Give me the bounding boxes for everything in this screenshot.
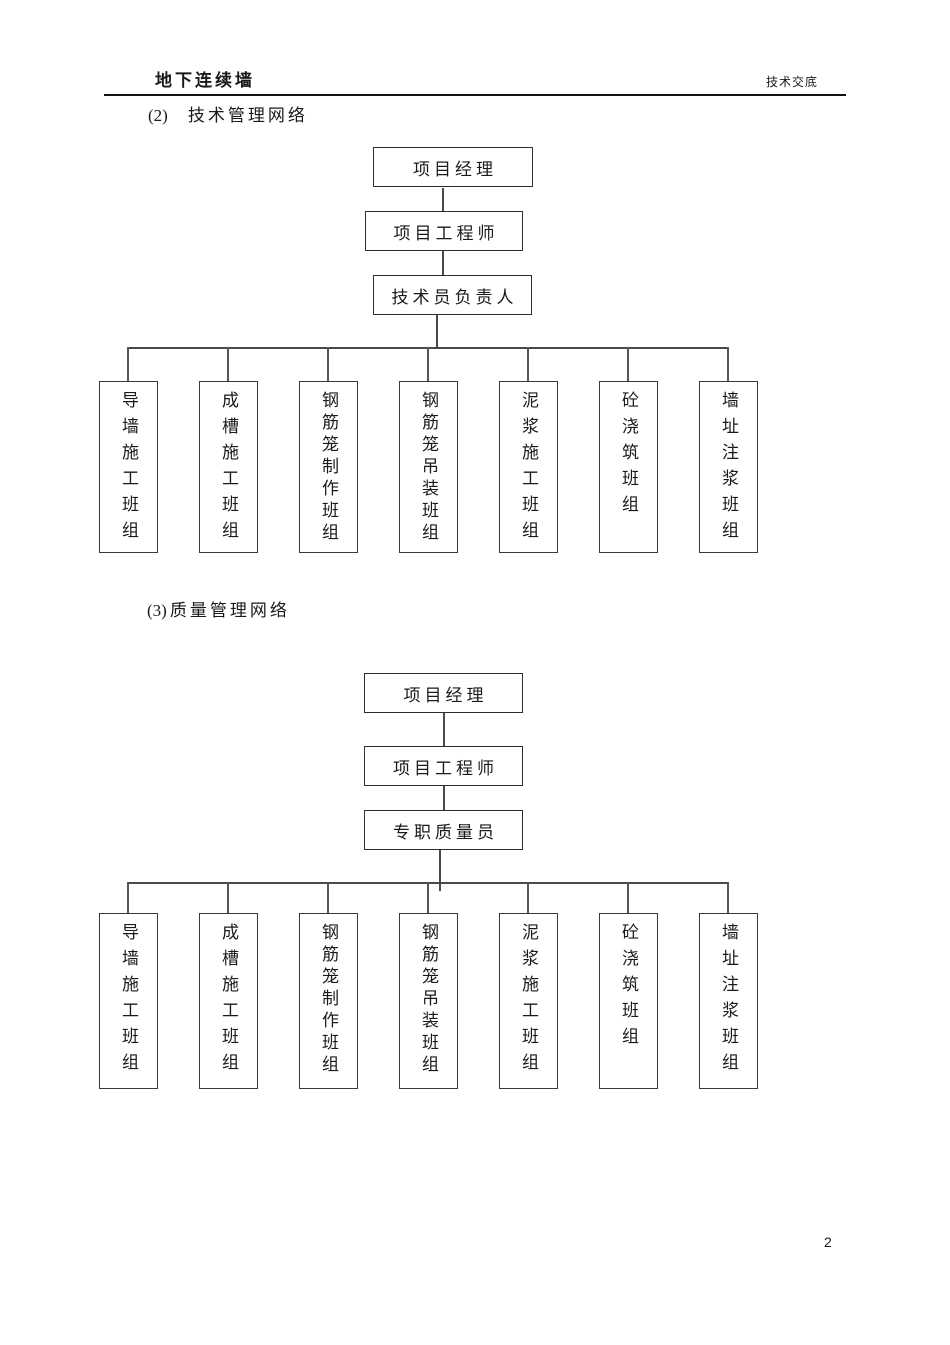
org-box-project-manager: 项目经理 bbox=[364, 673, 523, 713]
team-box-label: 钢筋笼制作班组 bbox=[319, 923, 338, 1077]
section-title: 质量管理网络 bbox=[169, 601, 290, 620]
team-box: 成槽施工班组 bbox=[199, 381, 258, 553]
header-left-title: 地下连续墙 bbox=[155, 71, 255, 90]
team-box: 钢筋笼制作班组 bbox=[299, 381, 358, 553]
connector-line bbox=[443, 713, 445, 746]
team-box: 砼浇筑班组 bbox=[599, 381, 658, 553]
team-box: 成槽施工班组 bbox=[199, 913, 258, 1089]
connector-stub bbox=[327, 882, 329, 913]
connector-stub bbox=[127, 347, 129, 381]
org-box-project-engineer: 项目工程师 bbox=[365, 211, 523, 251]
team-box-label: 砼浇筑班组 bbox=[619, 923, 638, 1053]
org-box-technician-leader: 技术员负责人 bbox=[373, 275, 532, 315]
section-heading-technical: (2) 技术管理网络 bbox=[148, 101, 308, 126]
connector-stub bbox=[227, 882, 229, 913]
section-number: (3) bbox=[147, 601, 167, 620]
section-heading-quality: (3)质量管理网络 bbox=[147, 596, 290, 621]
connector-stub bbox=[527, 882, 529, 913]
team-box: 钢筋笼吊装班组 bbox=[399, 381, 458, 553]
connector-stub bbox=[527, 347, 529, 381]
team-box-label: 泥浆施工班组 bbox=[519, 923, 538, 1079]
connector-stub bbox=[727, 347, 729, 381]
org-box-project-manager: 项目经理 bbox=[373, 147, 533, 187]
org-box-project-engineer: 项目工程师 bbox=[364, 746, 523, 786]
connector-stub bbox=[227, 347, 229, 381]
connector-stub bbox=[427, 347, 429, 381]
connector-stub bbox=[627, 882, 629, 913]
connector-line bbox=[443, 786, 445, 810]
team-box-label: 墙址注浆班组 bbox=[719, 923, 738, 1079]
team-box-label: 钢筋笼吊装班组 bbox=[419, 923, 438, 1077]
team-box-label: 导墙施工班组 bbox=[119, 923, 138, 1079]
header-rule bbox=[104, 94, 846, 96]
team-box: 钢筋笼吊装班组 bbox=[399, 913, 458, 1089]
section-title: 技术管理网络 bbox=[187, 106, 308, 125]
team-box-label: 成槽施工班组 bbox=[219, 391, 238, 547]
team-box: 泥浆施工班组 bbox=[499, 913, 558, 1089]
team-box: 导墙施工班组 bbox=[99, 381, 158, 553]
connector-line bbox=[442, 188, 444, 211]
team-box-label: 泥浆施工班组 bbox=[519, 391, 538, 547]
team-box: 墙址注浆班组 bbox=[699, 381, 758, 553]
section-number: (2) bbox=[148, 106, 168, 125]
team-box: 砼浇筑班组 bbox=[599, 913, 658, 1089]
connector-line bbox=[442, 251, 444, 275]
team-box-label: 钢筋笼吊装班组 bbox=[419, 391, 438, 545]
connector-trunk bbox=[436, 315, 438, 349]
connector-rail bbox=[128, 882, 729, 884]
connector-stub bbox=[127, 882, 129, 913]
connector-stub bbox=[727, 882, 729, 913]
team-box-label: 成槽施工班组 bbox=[219, 923, 238, 1079]
team-box: 钢筋笼制作班组 bbox=[299, 913, 358, 1089]
org-box-quality-officer: 专职质量员 bbox=[364, 810, 523, 850]
team-box: 墙址注浆班组 bbox=[699, 913, 758, 1089]
team-box-label: 砼浇筑班组 bbox=[619, 391, 638, 521]
connector-stub bbox=[627, 347, 629, 381]
connector-stub bbox=[327, 347, 329, 381]
page-number: 2 bbox=[824, 1234, 832, 1250]
team-box-label: 墙址注浆班组 bbox=[719, 391, 738, 547]
connector-rail bbox=[128, 347, 729, 349]
connector-stub bbox=[427, 882, 429, 913]
team-box: 导墙施工班组 bbox=[99, 913, 158, 1089]
team-box-label: 导墙施工班组 bbox=[119, 391, 138, 547]
header-right-title: 技术交底 bbox=[766, 75, 819, 89]
team-box-label: 钢筋笼制作班组 bbox=[319, 391, 338, 545]
connector-trunk bbox=[439, 850, 441, 891]
team-box: 泥浆施工班组 bbox=[499, 381, 558, 553]
